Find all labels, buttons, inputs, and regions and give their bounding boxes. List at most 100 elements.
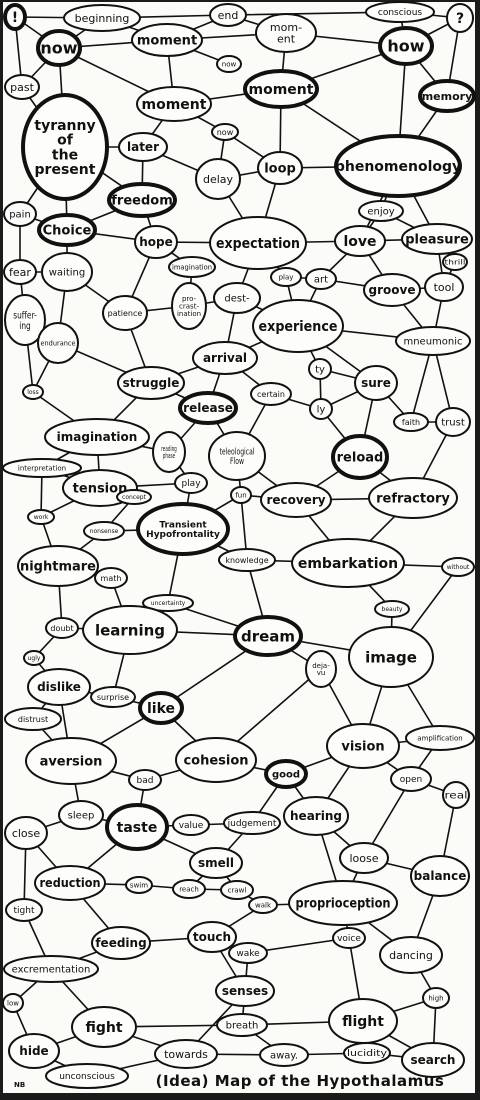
node-loss-label: loss (27, 389, 39, 396)
node-excrementation-label: excrementation (12, 965, 91, 976)
node-sure-label: sure (361, 376, 391, 390)
node-pain-bubble (3, 201, 37, 227)
artist-initials: NB (14, 1081, 25, 1089)
node-real-label: real (445, 791, 468, 802)
node-now1-label: now (40, 39, 77, 58)
node-pain-label: pain (9, 210, 31, 221)
node-beginning-bubble (63, 4, 141, 32)
node-suffering-bubble (4, 294, 46, 346)
node-knowledge-bubble (218, 548, 276, 572)
node-destination: dest- (213, 282, 261, 314)
node-trust-label: trust (441, 418, 465, 429)
node-dancing-bubble (379, 936, 443, 974)
node-fear-label: fear (9, 266, 31, 279)
node-freedom: freedom (107, 182, 177, 218)
node-close: close (4, 816, 48, 850)
node-dream-bubble (233, 615, 303, 657)
node-wake: wake (228, 942, 268, 964)
node-fun: fun (230, 486, 252, 504)
node-hearing: hearing (283, 796, 349, 836)
node-lucidity-bubble (343, 1042, 391, 1064)
node-distrust-label: distrust (18, 715, 48, 724)
node-patience-bubble (102, 295, 148, 331)
node-search-label: search (411, 1053, 456, 1067)
node-refractory-bubble (368, 477, 458, 519)
node-cohesion-bubble (175, 737, 257, 783)
node-loop-label: loop (264, 162, 296, 177)
node-love: love (334, 225, 386, 257)
node-art-bubble (305, 268, 337, 290)
node-struggle-label: struggle (123, 376, 180, 390)
node-ty-bubble (308, 358, 332, 380)
node-voice-bubble (332, 927, 366, 949)
node-interpretation-bubble (2, 458, 82, 478)
node-moment3-bubble (243, 69, 319, 109)
node-concept-label: concept (122, 494, 147, 501)
node-qmark-bubble (446, 3, 474, 33)
node-certain: certain (250, 382, 292, 406)
node-excrementation-bubble (3, 955, 99, 983)
node-towards-label: towards (164, 1048, 208, 1061)
node-like-bubble (138, 691, 184, 725)
node-conscious-label: conscious (378, 8, 423, 18)
node-crawl-bubble (220, 880, 254, 900)
node-cohesion: cohesion (175, 737, 257, 783)
node-like-label: like (147, 701, 175, 717)
node-now2-bubble (216, 55, 242, 73)
node-sure-bubble (354, 365, 398, 401)
node-touch: touch (187, 921, 237, 953)
node-enjoy: enjoy (358, 200, 404, 222)
node-towards-bubble (154, 1039, 218, 1069)
node-high-bubble (422, 987, 450, 1009)
node-low: low (2, 993, 24, 1013)
node-touch-bubble (187, 921, 237, 953)
node-pleasure-label: pleasure (405, 233, 469, 248)
node-aversion-bubble (25, 737, 117, 785)
node-phenomenology-bubble (334, 134, 462, 198)
node-choice-label: Choice (43, 224, 92, 239)
node-excl-bubble (3, 3, 27, 31)
node-release: release (178, 391, 238, 425)
node-loss-bubble (22, 384, 44, 400)
node-dancing-label: dancing (389, 949, 433, 962)
node-moment_split: mom-ent (255, 13, 317, 53)
node-play-bubble (174, 472, 208, 494)
node-beauty-bubble (374, 600, 410, 618)
node-phenomenology: phenomenology (334, 134, 462, 198)
node-loop-bubble (257, 151, 303, 185)
node-uncertainty-bubble (142, 594, 194, 612)
node-moment1-bubble (131, 23, 203, 57)
node-reload: reload (331, 434, 389, 480)
node-suffering-label: suffer-ing (13, 310, 37, 332)
node-moment_split-label: mom-ent (270, 21, 302, 46)
node-excrementation: excrementation (3, 955, 99, 983)
node-delay: delay (195, 158, 241, 200)
node-moment2-label: moment (142, 97, 207, 113)
node-how-bubble (378, 26, 434, 66)
node-ugly-bubble (23, 650, 45, 666)
node-deja: deja-vu (305, 650, 337, 688)
node-value: value (172, 814, 210, 836)
node-proprioception: proprioception (288, 880, 398, 926)
node-crawl-label: crawl (228, 886, 247, 894)
node-fun-bubble (230, 486, 252, 504)
node-tool: tool (424, 272, 464, 302)
node-without: without (441, 557, 475, 577)
node-moment2-bubble (136, 86, 212, 122)
node-now2: now (216, 55, 242, 73)
node-embarkation: embarkation (291, 538, 405, 588)
node-high-label: high (428, 994, 443, 1002)
node-lucidity: lucidity (343, 1042, 391, 1064)
node-trust-bubble (435, 407, 471, 437)
node-tool-label: tool (434, 281, 455, 294)
node-expectation: expectation (209, 216, 307, 270)
node-doubt-label: doubt (50, 624, 73, 633)
node-vision-bubble (326, 723, 400, 769)
node-loose: loose (339, 842, 389, 874)
node-ly-label: ly (317, 405, 326, 416)
node-mneumonic: mneumonic (395, 326, 471, 356)
